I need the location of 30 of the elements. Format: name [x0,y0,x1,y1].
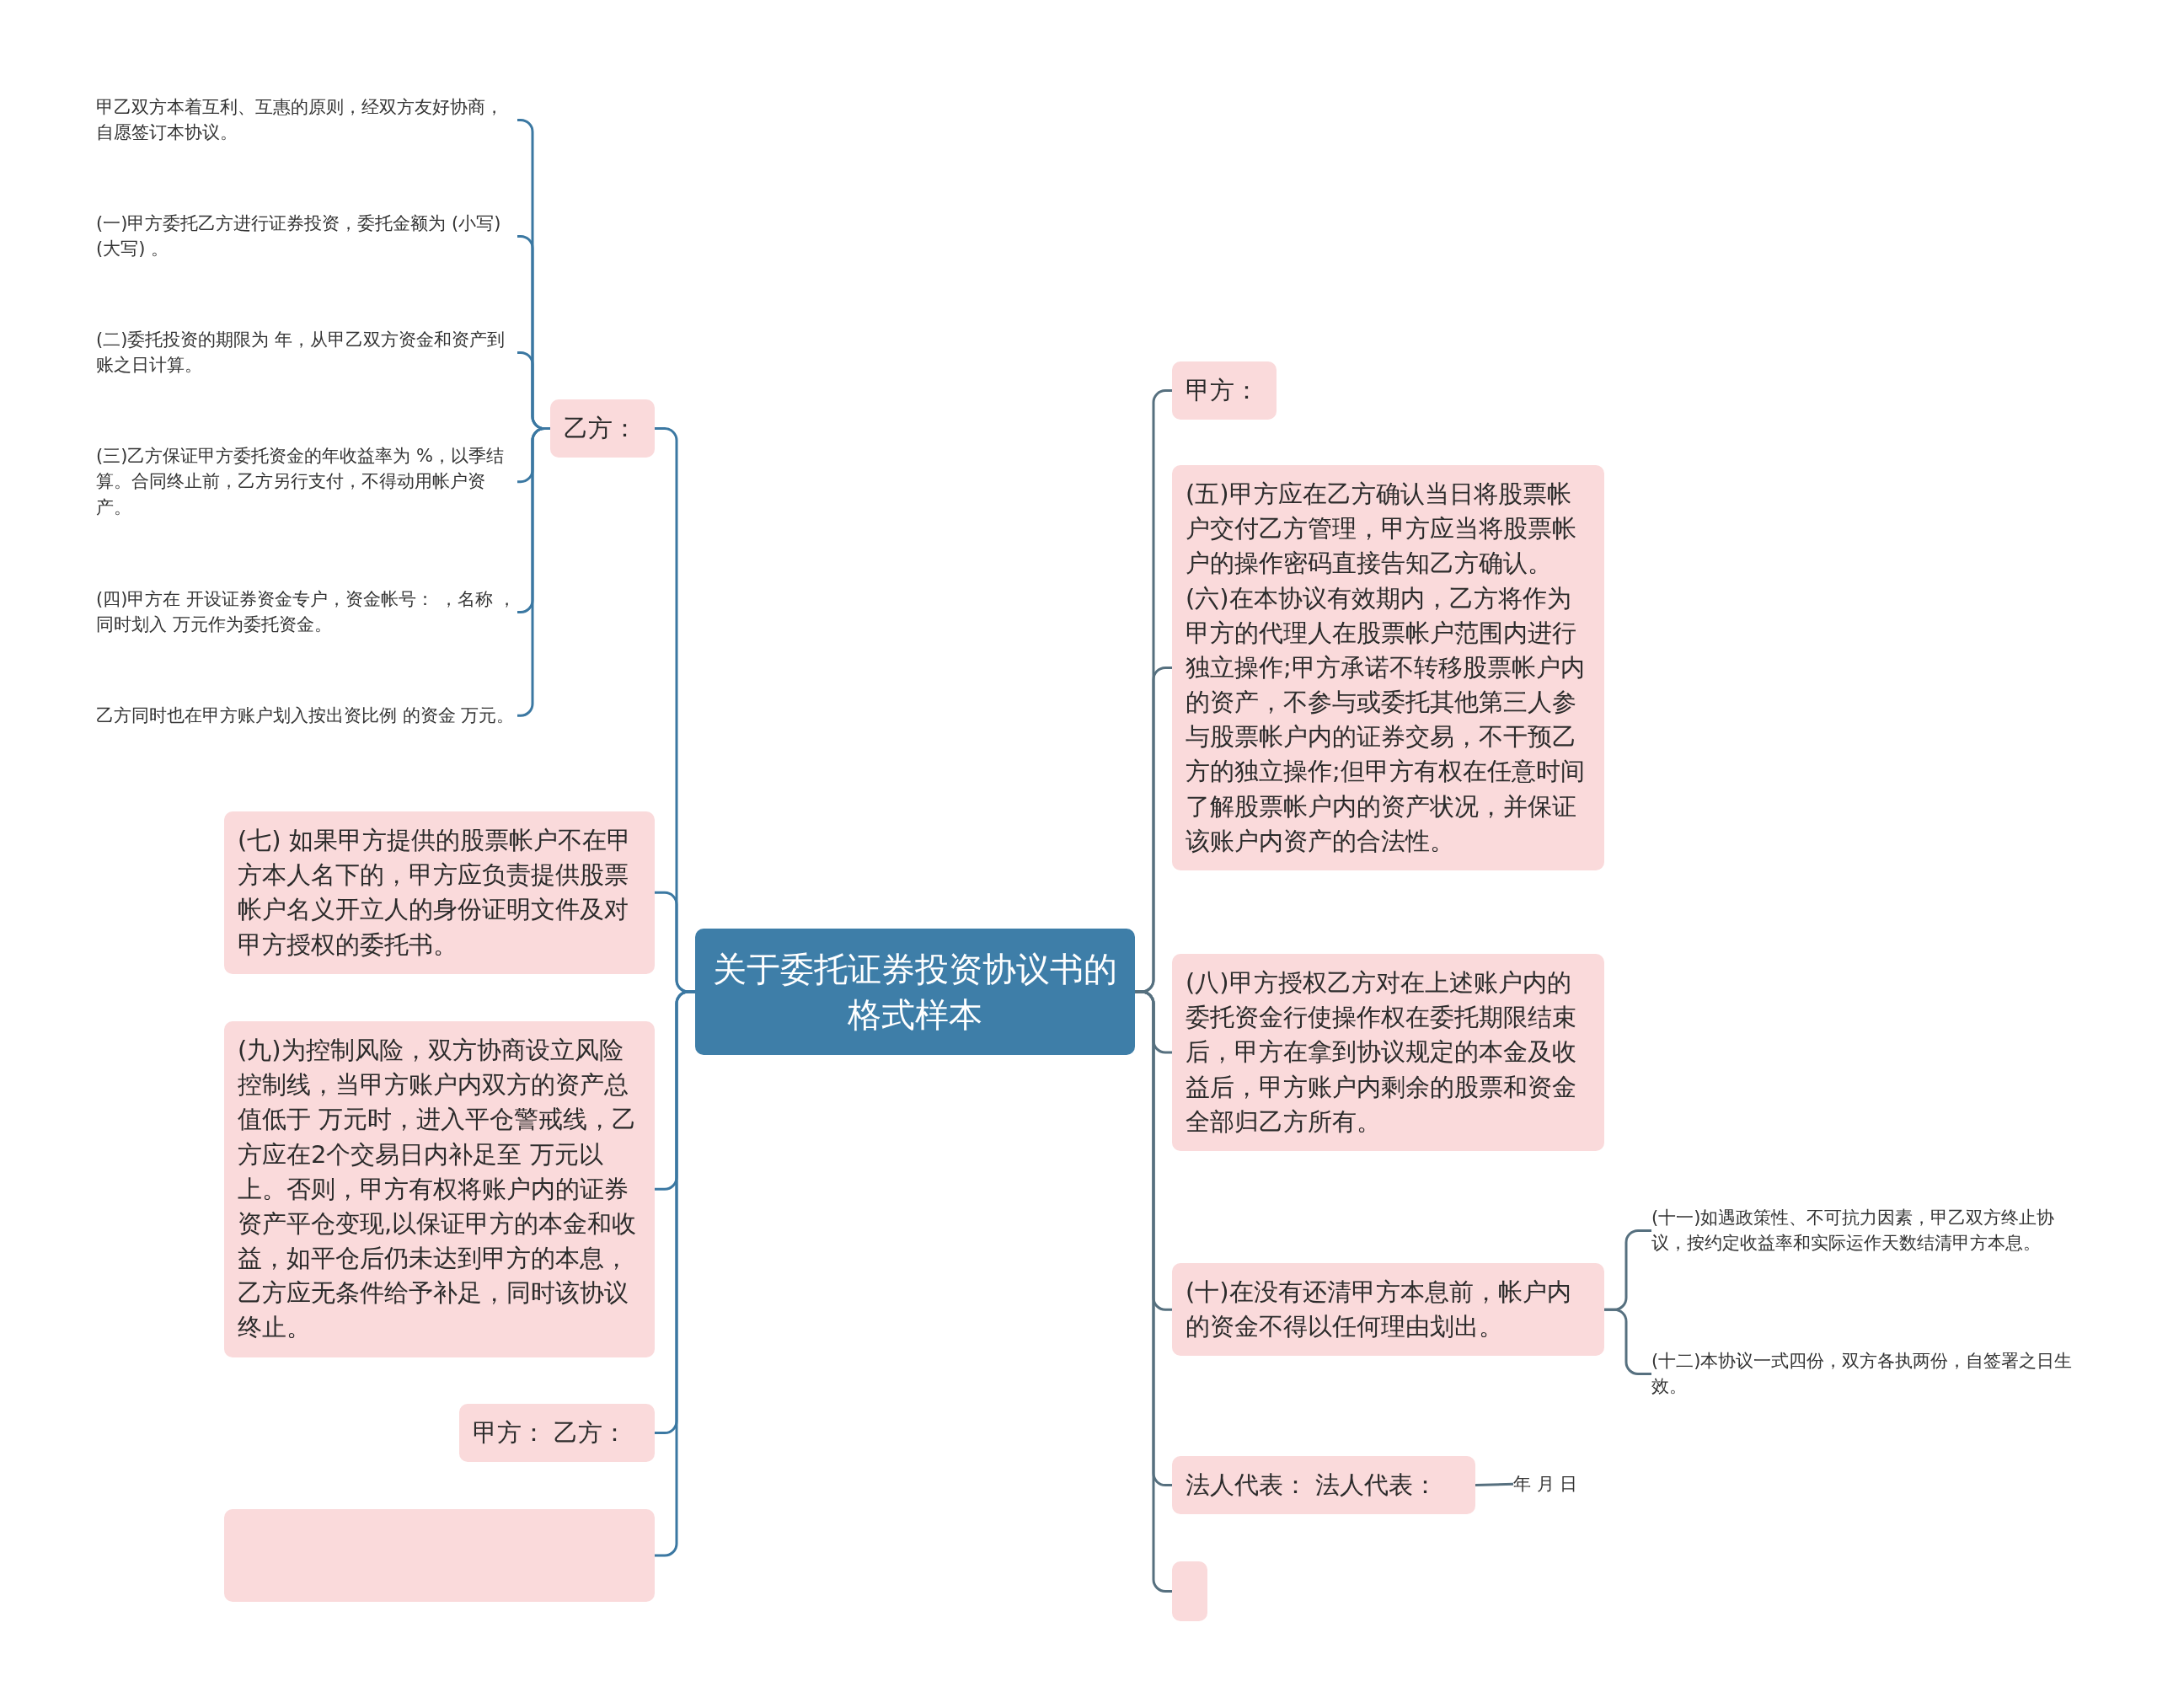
title-text: 关于委托证券投资协议书的格式样本 [712,949,1118,1036]
topic-box [1172,1263,1604,1357]
topic-text: (八)甲方授权乙方对在上述账户内的委托资金行使操作权在委托期限结束后，甲方在拿到协议规定的本金及收益后，甲方账户内剩余的股票和资金全部归乙方所有。 [1186,967,1577,1138]
subtopic-text: (三)乙方保证甲方委托资金的年收益率为 %，以季结算。合同终止前，乙方另行支付，不得动用帐户资产。 [96,443,517,521]
topic-box [224,811,655,974]
subtopic-text: 甲乙双方本着互利、互惠的原则，经双方友好协商，自愿签订本协议。 [96,94,517,146]
subtopic-text: (十二)本协议一式四份，双方各执两份，自签署之日生效。 [1651,1348,2073,1400]
topic-text: (五)甲方应在乙方确认当日将股票帐户交付乙方管理，甲方应当将股票帐户的操作密码直接告知乙方确认。 (六)在本协议有效期内，乙方将作为甲方的代理人在股票帐户范围内进行独立操作;甲方承诺不转移股票帐户内的资产，不参与或委托其他第三人参与股票帐户内的证券交易，不干预乙方的独立操作;但甲方有权在任意时间了解股票帐户内的资产状况，并保证该账户内资产的合法性。 [1186,479,1586,857]
topic-text: 甲方： 乙方： [473,1417,628,1448]
topic-text: (十)在没有还清甲方本息前，帐户内的资金不得以任何理由划出。 [1186,1277,1572,1343]
connector-line [1475,1482,1514,1487]
subtopic-text: 乙方同时也在甲方账户划入按出资比例 的资金 万元。 [96,703,517,729]
topic-text: (七) 如果甲方提供的股票帐户不在甲方本人名下的，甲方应负责提供股票帐户名义开立人的身份证明文件及对甲方授权的委托书。 [238,825,632,961]
empty-topic-box [1172,1561,1207,1621]
empty-topic-box [224,1509,655,1602]
topic-text: (九)为控制风险，双方协商设立风险控制线，当甲方账户内双方的资产总值低于 万元时，进入平仓警戒线，乙方应在2个交易日内补足至 万元以上。否则，甲方有权将账户内的证券资产平仓变现,以保证甲方的本金和收益，如平仓后仍未达到甲方的本息，乙方应无条件给予补足，同时该协议终止。 [238,1035,638,1344]
subtopic-text: 年 月 日 [1513,1471,1606,1497]
topic-text: 法人代表： 法人代表： [1186,1470,1438,1501]
central-topic-box [695,929,1135,1055]
topic-box [1172,1456,1475,1515]
topic-box [1172,954,1604,1151]
subtopic-text: (十一)如遇政策性、不可抗力因素，甲乙双方终止协议，按约定收益率和实际运作天数结清甲方本息。 [1651,1205,2073,1256]
subtopic-text: (四)甲方在 开设证券资金专户，资金帐号： ，名称 ，同时划入 万元作为委托资金。 [96,586,517,638]
subtopic-text: (二)委托投资的期限为 年，从甲乙双方资金和资产到账之日计算。 [96,327,517,378]
subtopic-text: (一)甲方委托乙方进行证券投资，委托金额为 (小写) (大写) 。 [96,211,517,262]
topic-box [459,1404,655,1463]
topic-box [1172,361,1277,420]
topic-box [550,399,655,458]
topic-text: 乙方： [564,413,637,444]
topic-text: 甲方： [1186,375,1259,406]
